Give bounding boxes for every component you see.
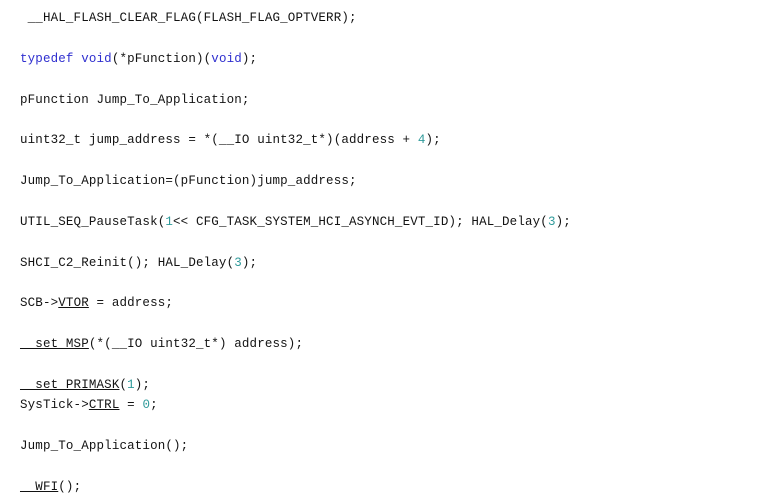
code-token-number: 3 [234, 255, 242, 270]
code-line-blank [20, 314, 780, 334]
code-token-plain: UTIL_SEQ_PauseTask( [20, 214, 166, 229]
code-line-blank [20, 355, 780, 375]
code-token-number: 3 [547, 214, 556, 229]
code-token-identifier: VTOR [58, 296, 89, 311]
code-token-plain: pFunction Jump_To_Application; [20, 92, 250, 107]
code-token-plain: ); [241, 51, 258, 66]
code-line: Jump_To_Application=(pFunction)jump_addr… [20, 171, 780, 191]
code-token-plain: Jump_To_Application=(pFunction)jump_addr… [20, 174, 357, 189]
code-token-keyword: void [81, 51, 112, 66]
code-token-plain: Jump_To_Application(); [20, 439, 189, 454]
code-line-blank [20, 69, 780, 89]
code-line-blank [20, 273, 780, 293]
code-line: Jump_To_Application(); [20, 436, 780, 456]
code-token-plain: SHCI_C2_Reinit(); HAL_Delay( [20, 255, 235, 270]
code-line-blank [20, 416, 780, 436]
code-token-identifier: __set_MSP [20, 337, 89, 352]
code-token-plain: (); [58, 479, 82, 494]
code-token-plain: uint32_t jump_address = *(__IO uint32_t*… [20, 133, 418, 148]
code-token-plain: (*(__IO uint32_t*) address); [88, 337, 304, 352]
code-token-identifier: __set_PRIMASK [20, 378, 120, 393]
code-token-plain: (*pFunction)( [111, 51, 212, 66]
code-token-keyword: void [211, 51, 242, 66]
code-line: __set_PRIMASK(1); [20, 375, 780, 395]
code-line: uint32_t jump_address = *(__IO uint32_t*… [20, 130, 780, 150]
code-line-blank [20, 28, 780, 48]
code-line: __WFI(); [20, 477, 780, 497]
code-token-number: 0 [142, 398, 151, 413]
code-line-blank [20, 457, 780, 477]
code-token-plain: SysTick-> [20, 398, 89, 413]
code-token-plain: ); [555, 214, 571, 229]
code-token-plain: ); [134, 378, 151, 393]
code-line-blank [20, 232, 780, 252]
code-token-plain: = [119, 398, 143, 413]
code-line: pFunction Jump_To_Application; [20, 90, 780, 110]
code-token-identifier: __WFI [20, 479, 59, 494]
code-token-plain: ( [119, 378, 128, 393]
code-line: SCB->VTOR = address; [20, 293, 780, 313]
code-line: SHCI_C2_Reinit(); HAL_Delay(3); [20, 253, 780, 273]
code-token-identifier: CTRL [88, 398, 120, 413]
code-line-blank [20, 110, 780, 130]
code-token-plain: << CFG_TASK_SYSTEM_HCI_ASYNCH_EVT_ID); H… [173, 214, 548, 229]
code-token-plain: SCB-> [20, 296, 59, 311]
code-token-plain: ; [150, 398, 158, 413]
code-token-plain: __HAL_FLASH_CLEAR_FLAG(FLASH_FLAG_OPTVER… [20, 11, 357, 25]
code-line: __HAL_FLASH_CLEAR_FLAG(FLASH_FLAG_OPTVER… [20, 8, 780, 28]
code-token-number: 1 [127, 378, 135, 393]
code-line: typedef void(*pFunction)(void); [20, 49, 780, 69]
code-token-plain: ); [241, 255, 258, 270]
code-token-keyword: typedef [20, 51, 74, 66]
code-line: SysTick->CTRL = 0; [20, 395, 780, 415]
code-line-blank [20, 192, 780, 212]
code-line: __set_MSP(*(__IO uint32_t*) address); [20, 334, 780, 354]
code-token-number: 4 [417, 133, 426, 148]
code-token-plain: ); [425, 133, 441, 148]
code-line: UTIL_SEQ_PauseTask(1<< CFG_TASK_SYSTEM_H… [20, 212, 780, 232]
code-token-number: 1 [165, 214, 174, 229]
code-line-blank [20, 151, 780, 171]
code-token-plain: = address; [88, 296, 174, 311]
